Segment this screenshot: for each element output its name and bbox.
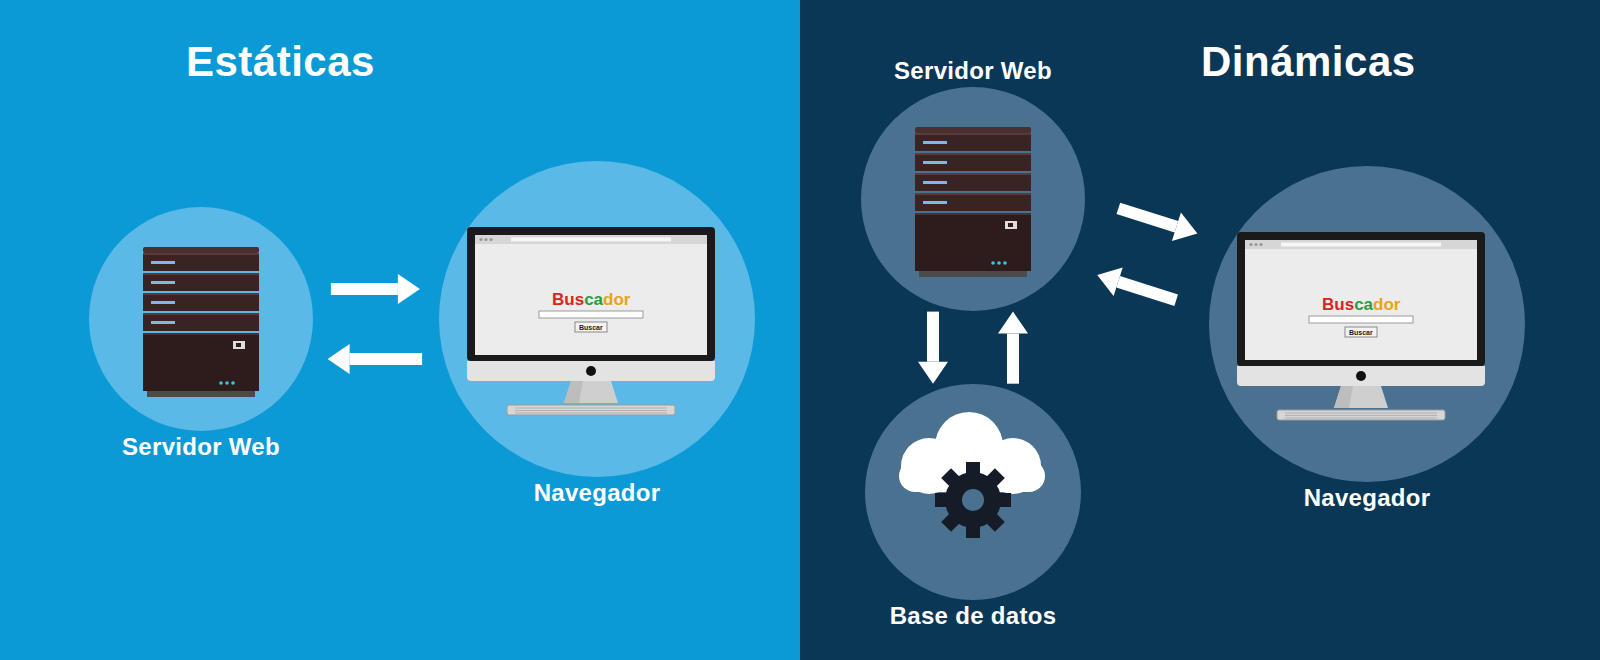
server-node: Servidor Web	[861, 87, 1085, 311]
arrow-shaft	[1117, 203, 1179, 233]
logo-letter: r	[624, 290, 631, 309]
logo-letter: a	[1364, 295, 1373, 314]
browser-node: Navegador	[439, 161, 755, 477]
static-panel-ground	[0, 0, 800, 660]
logo-letter: B	[1322, 295, 1334, 314]
flow-arrow	[1097, 268, 1178, 306]
dynamic-panel: DinámicasServidor WebNavegadorBase de da…	[800, 0, 1600, 660]
arrow-head	[1172, 213, 1198, 242]
monitor	[467, 227, 715, 415]
logo-letter: d	[1373, 295, 1383, 314]
flow-arrow	[998, 312, 1028, 384]
panel-title: Dinámicas	[1201, 38, 1416, 86]
arrow-shaft	[1116, 276, 1178, 306]
logo-letter: c	[584, 290, 593, 309]
flow-arrow	[1117, 203, 1198, 241]
node-label: Servidor Web	[894, 57, 1052, 85]
server-circle	[89, 207, 313, 431]
logo-letter: d	[603, 290, 613, 309]
cloud-gear	[899, 412, 1045, 538]
browser-circle	[1209, 166, 1525, 482]
logo-letter: o	[613, 290, 623, 309]
arrow-head	[998, 312, 1028, 334]
search-button-text: Buscar	[1349, 329, 1373, 336]
node-label: Navegador	[1304, 484, 1431, 512]
database-circle	[865, 384, 1081, 600]
arrow-head	[328, 344, 350, 374]
database-node: Base de datos	[865, 384, 1081, 600]
monitor	[1237, 232, 1485, 420]
browser-node: Navegador	[1209, 166, 1525, 482]
logo-letter: u	[1334, 295, 1344, 314]
arrow-head	[1097, 268, 1123, 297]
flow-arrow	[331, 274, 420, 304]
flow-arrow	[328, 344, 423, 374]
arrow-shaft	[350, 353, 423, 365]
logo-letter: u	[564, 290, 574, 309]
node-label: Navegador	[534, 479, 661, 507]
logo-letter: B	[552, 290, 564, 309]
search-button-text: Buscar	[579, 324, 603, 331]
search-engine-logo: Buscador	[552, 291, 630, 308]
server-tower	[915, 127, 1031, 277]
server-circle	[861, 87, 1085, 311]
logo-letter: c	[1354, 295, 1363, 314]
logo-letter: o	[1383, 295, 1393, 314]
arrow-shaft	[927, 312, 939, 362]
static-panel: EstáticasServidor WebNavegador	[0, 0, 800, 660]
arrow-head	[398, 274, 420, 304]
browser-circle	[439, 161, 755, 477]
panel-title: Estáticas	[186, 38, 375, 86]
logo-letter: r	[1394, 295, 1401, 314]
logo-letter: s	[575, 290, 584, 309]
logo-letter: a	[594, 290, 603, 309]
node-label: Servidor Web	[122, 433, 280, 461]
logo-letter: s	[1345, 295, 1354, 314]
server-node: Servidor Web	[89, 207, 313, 431]
server-tower	[143, 247, 259, 397]
flow-arrow	[918, 312, 948, 384]
arrow-shaft	[331, 283, 398, 295]
search-engine-logo: Buscador	[1322, 296, 1400, 313]
arrow-head	[918, 362, 948, 384]
arrow-shaft	[1007, 334, 1019, 384]
dynamic-panel-ground	[800, 0, 1600, 660]
node-label: Base de datos	[890, 602, 1057, 630]
